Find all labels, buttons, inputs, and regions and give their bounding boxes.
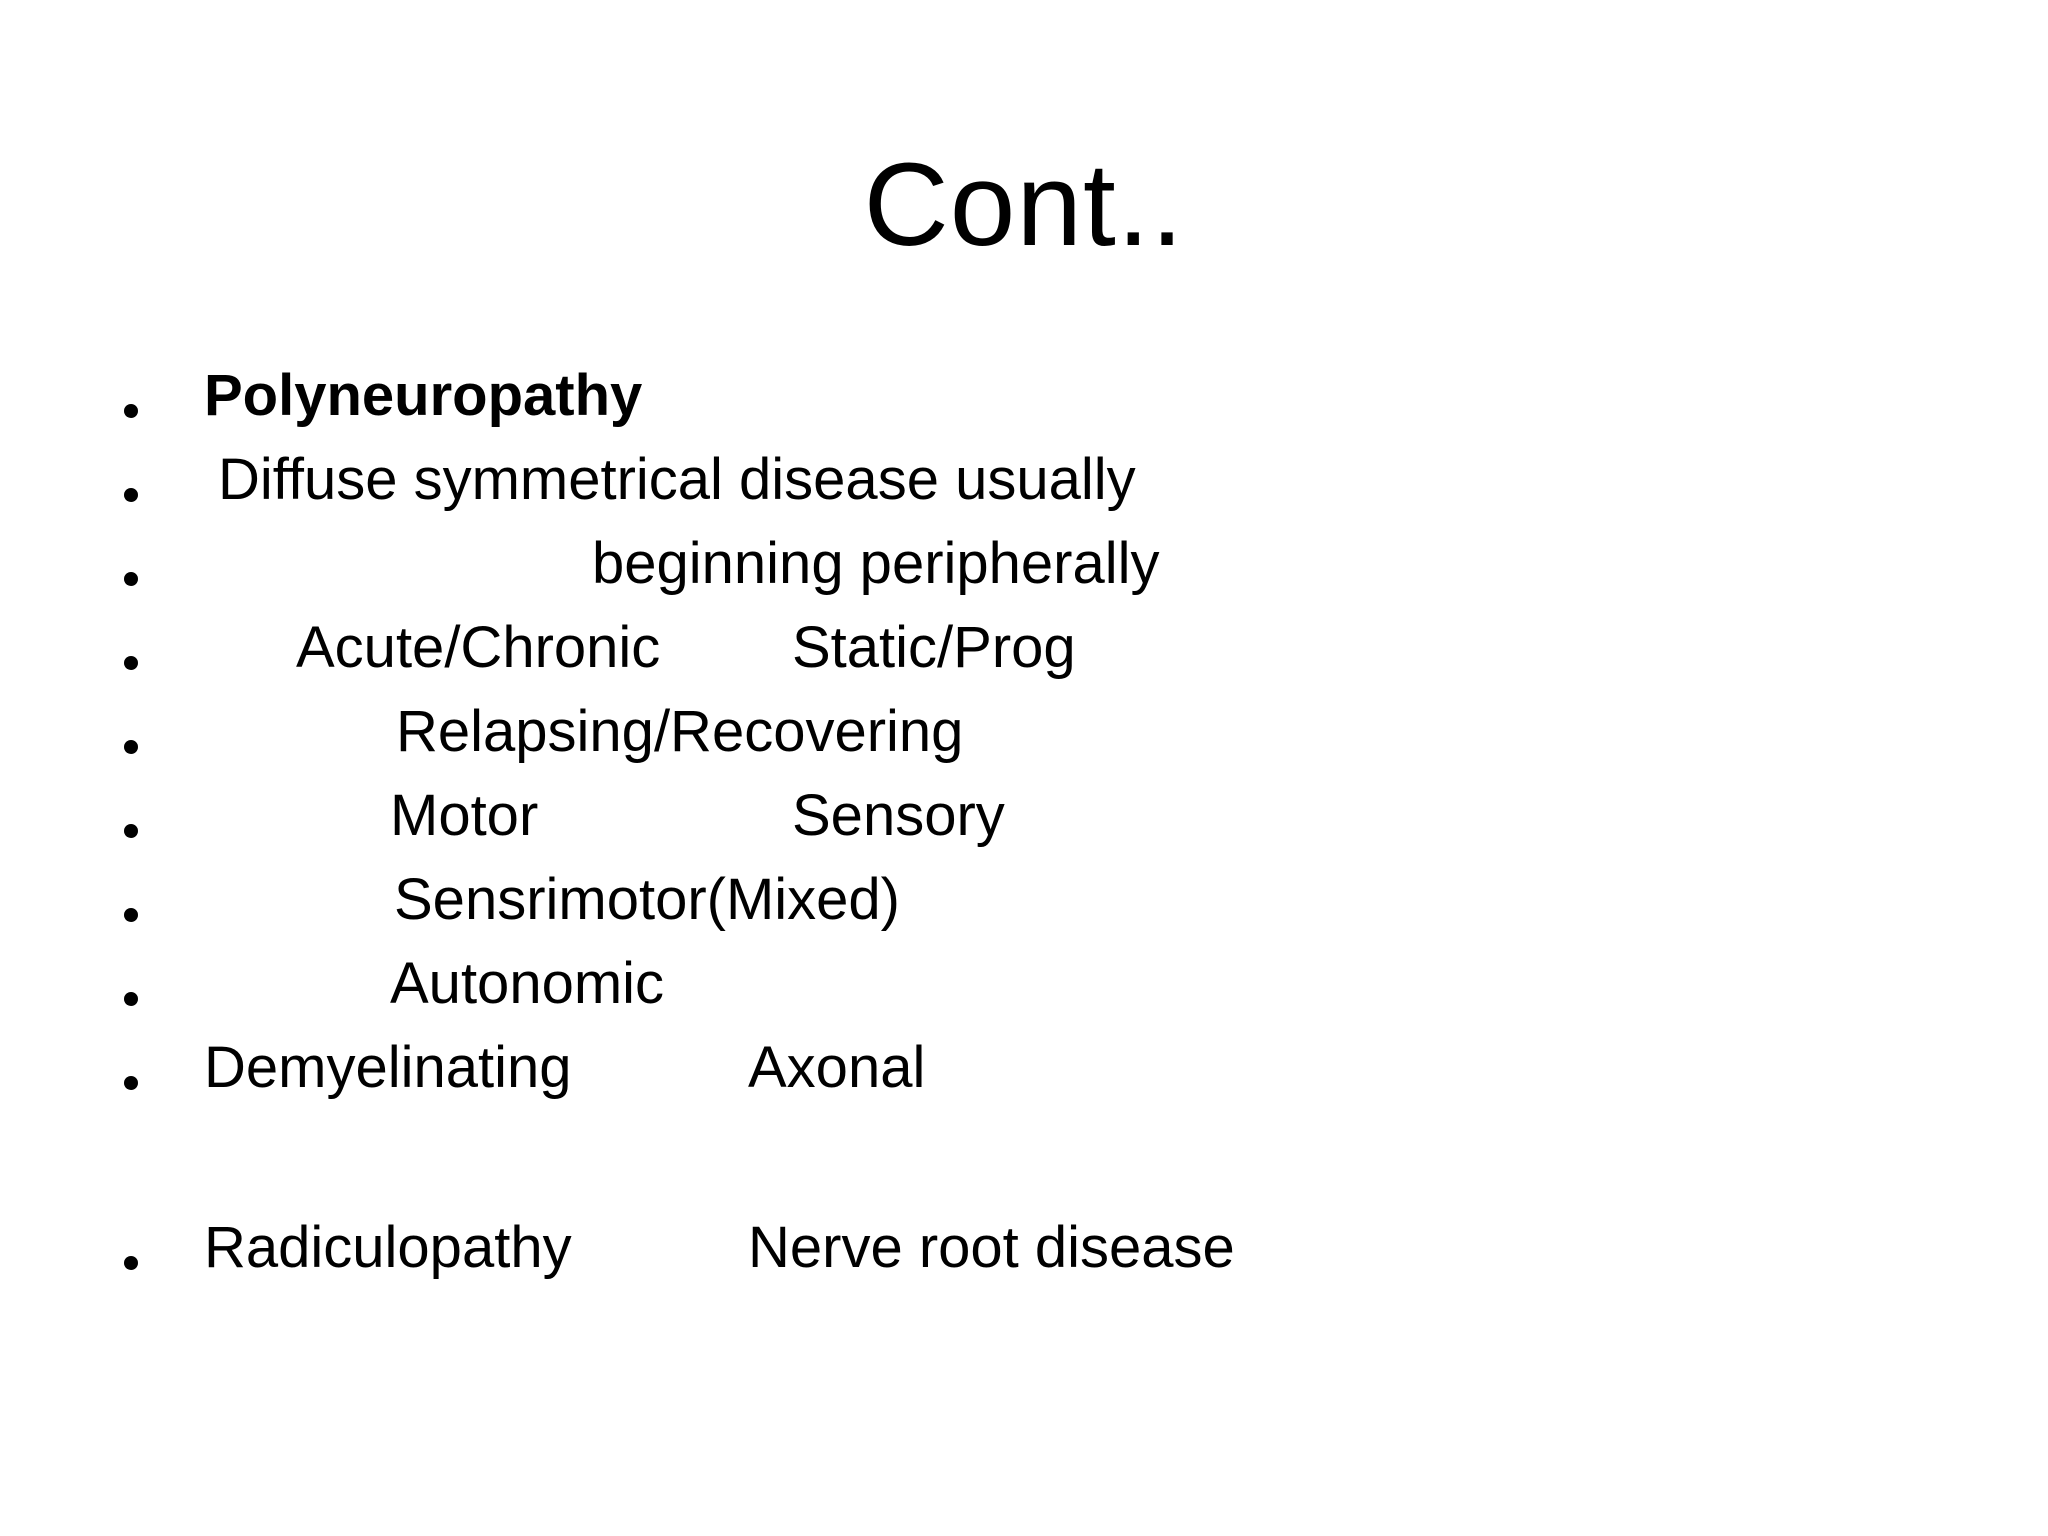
- bullet-text: Diffuse symmetrical disease usually: [218, 447, 1136, 512]
- bullet-icon: [124, 488, 138, 502]
- list-item: Motor Sensory: [0, 783, 2048, 900]
- list-item: Relapsing/Recovering: [0, 699, 2048, 816]
- bullet-text: Motor: [390, 783, 539, 848]
- bullet-text: Relapsing/Recovering: [396, 699, 964, 764]
- bullet-text-secondary: Axonal: [748, 1035, 926, 1100]
- bullet-text: beginning peripherally: [592, 531, 1160, 596]
- bullet-text: Acute/Chronic: [296, 615, 661, 680]
- bullet-icon: [124, 992, 138, 1006]
- list-item: Sensrimotor(Mixed): [0, 867, 2048, 984]
- bullet-text-polyneuropathy: Polyneuropathy: [204, 363, 643, 428]
- bullet-text: Radiculopathy: [204, 1215, 572, 1280]
- bullet-text: Autonomic: [390, 951, 665, 1016]
- bullet-text-secondary: Sensory: [792, 783, 1005, 848]
- list-item: Radiculopathy Nerve root disease: [0, 1215, 2048, 1332]
- list-item: Polyneuropathy: [0, 363, 2048, 480]
- bullet-icon: [124, 1076, 138, 1090]
- list-item: beginning peripherally: [0, 531, 2048, 648]
- slide-title: Cont..: [863, 139, 1185, 271]
- bullet-icon: [124, 1256, 138, 1270]
- bullet-icon: [124, 404, 138, 418]
- list-item: Diffuse symmetrical disease usually: [0, 447, 2048, 564]
- bullet-text-secondary: Nerve root disease: [748, 1215, 1235, 1280]
- list-item: Demyelinating Axonal: [0, 1035, 2048, 1152]
- list-item: Acute/Chronic Static/Prog: [0, 615, 2048, 732]
- bullet-icon: [124, 908, 138, 922]
- bullet-icon: [124, 656, 138, 670]
- bullet-icon: [124, 572, 138, 586]
- list-item: Autonomic: [0, 951, 2048, 1068]
- bullet-icon: [124, 824, 138, 838]
- bullet-icon: [124, 740, 138, 754]
- bullet-text-secondary: Static/Prog: [792, 615, 1076, 680]
- bullet-text: Sensrimotor(Mixed): [394, 867, 900, 932]
- bullet-text: Demyelinating: [204, 1035, 572, 1100]
